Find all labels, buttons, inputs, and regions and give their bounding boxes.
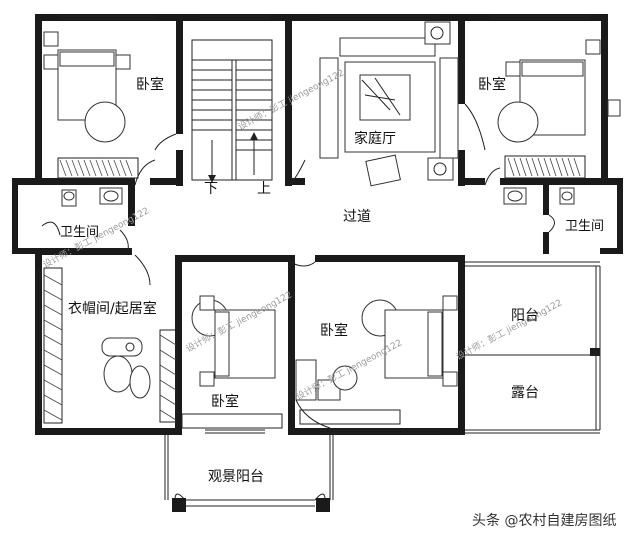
stairs bbox=[191, 39, 273, 183]
walls bbox=[12, 14, 623, 435]
label-corridor: 过道 bbox=[343, 209, 371, 225]
label-terrace: 露台 bbox=[511, 385, 539, 401]
bed-nw bbox=[43, 31, 139, 179]
label-bedroom-center: 卧室 bbox=[211, 393, 239, 410]
bed-center bbox=[181, 295, 283, 429]
label-bedroom-mid: 卧室 bbox=[320, 322, 348, 339]
door-swings bbox=[134, 103, 501, 286]
view-balcony bbox=[164, 435, 334, 512]
bathroom-w-fixtures bbox=[41, 187, 129, 251]
family-hall-furniture bbox=[319, 21, 459, 187]
label-bathroom-e: 卫生间 bbox=[565, 219, 604, 234]
label-stairs-up: 上 bbox=[257, 181, 271, 197]
label-stairs-down: 下 bbox=[204, 181, 218, 197]
label-bathroom-w: 卫生间 bbox=[60, 225, 99, 240]
bathroom-e-fixtures bbox=[503, 187, 575, 233]
cloakroom-furniture bbox=[43, 267, 177, 424]
windows bbox=[14, 15, 621, 434]
label-balcony: 阳台 bbox=[511, 308, 539, 324]
room-labels: 卧室 家庭厅 卧室 下 上 过道 卫生间 卫生间 衣帽间/起居室 卧室 卧室 阳… bbox=[60, 76, 604, 485]
label-cloakroom: 衣帽间/起居室 bbox=[68, 300, 157, 317]
label-bedroom-nw: 卧室 bbox=[136, 76, 164, 93]
credit-text: 头条 @农村自建房图纸 bbox=[472, 512, 616, 529]
label-bedroom-ne: 卧室 bbox=[478, 76, 506, 93]
bed-mid bbox=[295, 295, 458, 429]
label-family-hall: 家庭厅 bbox=[354, 130, 396, 147]
watermark-5: 设计师：彭工 jiengeong122 bbox=[454, 296, 564, 362]
label-view-balcony: 观景阳台 bbox=[208, 469, 264, 485]
bed-ne bbox=[497, 39, 621, 179]
